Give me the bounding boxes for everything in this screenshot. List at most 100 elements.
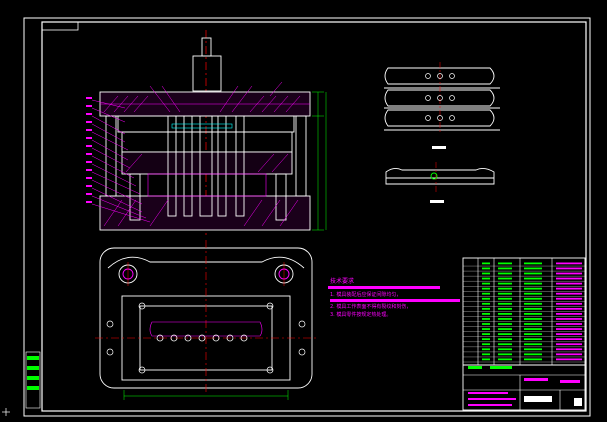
bom-cell-text	[482, 323, 490, 325]
bom-cell-text	[498, 338, 512, 341]
bom-cell-text	[498, 277, 512, 280]
bom-cell-text	[556, 287, 582, 290]
bom-cell-text	[556, 272, 582, 275]
part-detail-bottom	[385, 162, 495, 203]
callout-number	[86, 193, 92, 195]
bom-cell-text	[556, 348, 582, 351]
bom-cell-text	[524, 282, 542, 285]
bom-cell-text	[556, 343, 582, 346]
bom-cell-text	[498, 343, 512, 346]
part-detail-top	[384, 62, 500, 149]
bom-cell-text	[498, 272, 512, 275]
bom-cell-text	[498, 353, 512, 356]
bom-cell-text	[524, 338, 542, 341]
bom-cell-text	[498, 282, 512, 285]
bom-cell-text	[498, 292, 512, 295]
bom-cell-text	[482, 307, 490, 310]
bom-cell-text	[524, 323, 542, 325]
bom-cell-text	[482, 328, 490, 330]
bom-cell-text	[482, 353, 490, 356]
bom-cell-text	[524, 267, 542, 270]
bom-cell-text	[556, 323, 582, 325]
bom-cell-text	[482, 277, 490, 280]
bom-cell-text	[524, 318, 542, 320]
bom-cell-text	[498, 267, 512, 270]
front-section-view	[91, 30, 327, 238]
callout-number	[86, 169, 92, 171]
callout-number	[86, 153, 92, 155]
callout-number	[86, 121, 92, 123]
bom-cell-text	[498, 262, 512, 265]
bom-cell-text	[556, 358, 582, 361]
bom-cell-text	[498, 328, 512, 330]
origin-marker	[2, 408, 10, 416]
bom-cell-text	[482, 302, 490, 305]
margin-stamp	[25, 351, 41, 409]
title-block	[468, 366, 582, 406]
bom-cell-text	[498, 323, 512, 325]
callout-number	[86, 161, 92, 163]
callout-number	[86, 137, 92, 139]
bom-cell-text	[524, 287, 542, 290]
callout-number	[86, 145, 92, 147]
bom-cell-text	[482, 297, 490, 300]
bom-cell-text	[524, 277, 542, 280]
bom-cell-text	[498, 348, 512, 351]
bom-cell-text	[482, 338, 490, 341]
bom-cell-text	[556, 318, 582, 320]
callout-number	[86, 105, 92, 107]
bom-cell-text	[482, 272, 490, 275]
callout-number	[86, 113, 92, 115]
bom-cell-text	[482, 318, 490, 320]
bom-cell-text	[524, 343, 542, 346]
bom-cell-text	[524, 292, 542, 295]
bom-cell-text	[482, 333, 490, 335]
bom-cell-text	[498, 297, 512, 300]
bom-cell-text	[482, 313, 490, 315]
bom-cell-text	[556, 338, 582, 341]
bom-cell-text	[524, 333, 542, 335]
bom-cell-text	[556, 297, 582, 300]
bom-cell-text	[482, 292, 490, 295]
note-item-1: 1. 模具装配后应保证间隙均匀，	[330, 291, 401, 298]
bom-cell-text	[556, 307, 582, 310]
bom-cell-text	[498, 287, 512, 290]
bom-cell-text	[524, 272, 542, 275]
bom-cell-text	[498, 302, 512, 305]
bom-cell-text	[524, 313, 542, 315]
callout-number	[86, 129, 92, 131]
bom-cell-text	[482, 348, 490, 351]
bom-cell-text	[556, 292, 582, 295]
bom-cell-text	[524, 307, 542, 310]
callout-number	[86, 177, 92, 179]
note-item-2: 2. 模具工作表面不得有裂纹和刻伤，	[330, 303, 411, 310]
lower-die-top-view	[95, 240, 318, 400]
bom-cell-text	[482, 358, 490, 361]
bom-cell-text	[556, 353, 582, 356]
bom-cell-text	[524, 353, 542, 356]
bom-cell-text	[556, 277, 582, 280]
bom-cell-text	[556, 282, 582, 285]
bom-cell-text	[498, 313, 512, 315]
bom-cell-text	[524, 328, 542, 330]
bom-cell-text	[556, 333, 582, 335]
bom-cell-text	[524, 297, 542, 300]
callout-number	[86, 97, 92, 99]
bom-cell-text	[556, 328, 582, 330]
bom-cell-text	[498, 318, 512, 320]
bom-cell-text	[482, 282, 490, 285]
bom-cell-text	[524, 348, 542, 351]
callout-number	[86, 185, 92, 187]
bom-cell-text	[524, 358, 542, 361]
bom-cell-text	[498, 333, 512, 335]
notes-heading: 技术要求	[330, 277, 354, 285]
bom-cell-text	[482, 267, 490, 270]
bom-cell-text	[498, 307, 512, 310]
bom-row-group	[463, 262, 585, 363]
technical-notes: 技术要求 1. 模具装配后应保证间隙均匀， 2. 模具工作表面不得有裂纹和刻伤，…	[328, 277, 460, 318]
bom-cell-text	[556, 302, 582, 305]
note-item-3: 3. 模具零件按规定热处理。	[330, 311, 391, 318]
bom-cell-text	[524, 262, 542, 265]
